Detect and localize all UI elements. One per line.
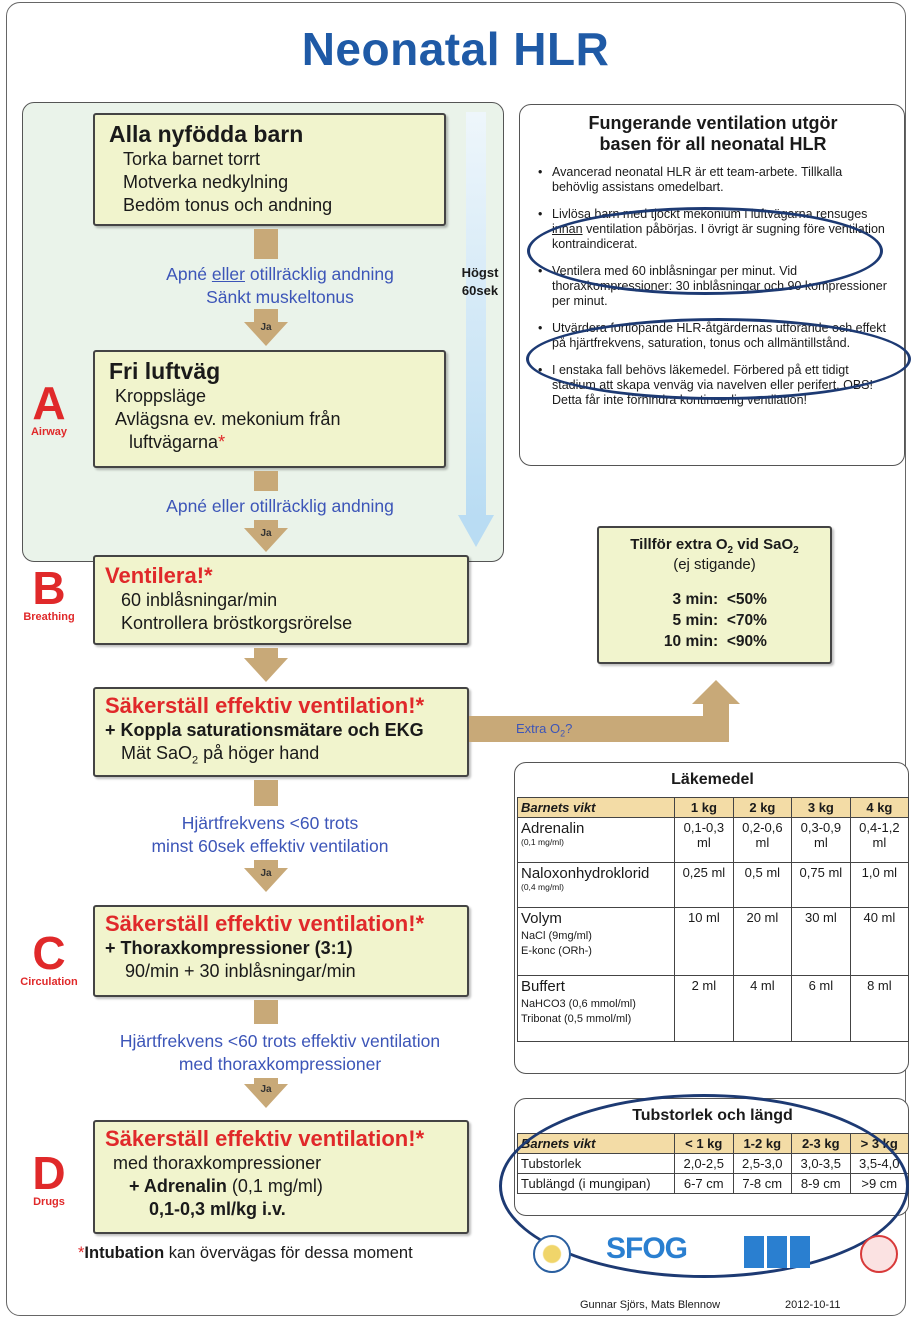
flow-arrow-stem	[254, 860, 278, 870]
logo-seal-right	[860, 1235, 898, 1273]
info-bullet: Avancerad neonatal HLR är ett team-arbet…	[534, 165, 892, 195]
highlight-oval	[526, 318, 911, 400]
letter-circulation: C Circulation	[20, 927, 78, 988]
timer-label: Högst 60sek	[461, 265, 499, 298]
step-heading: Alla nyfödda barn	[109, 121, 304, 147]
step-line: Motverka nedkylning	[123, 172, 289, 192]
step-heading: Säkerställ effektiv ventilation!*	[105, 911, 425, 936]
logo-spog	[744, 1236, 810, 1268]
flow-arrow-stem	[254, 1078, 278, 1086]
ja-label: Ja	[260, 322, 272, 333]
step-all-newborns: Alla nyfödda barn Torka barnet torrt Mot…	[93, 113, 446, 226]
extra-o2-box: Tillför extra O2 vid SaO2 (ej stigande) …	[597, 526, 832, 664]
letter-airway: A Airway	[30, 377, 68, 438]
timer-arrow	[466, 112, 486, 517]
page-title: Neonatal HLR	[301, 23, 610, 75]
step-heading: Ventilera!*	[105, 563, 213, 588]
info-title: Fungerande ventilation utgör basen för a…	[588, 113, 838, 154]
step-line: Torka barnet torrt	[123, 149, 261, 169]
ja-label: Ja	[260, 1084, 272, 1095]
flow-arrow-head	[244, 1084, 288, 1108]
ja-label: Ja	[260, 528, 272, 539]
flow-arrow-stem	[254, 1000, 278, 1024]
drugs-table: Barnets vikt 1 kg 2 kg 3 kg 4 kg Adrenal…	[517, 797, 910, 1042]
flow-arrow-head	[244, 528, 288, 552]
extra-o2-arrowhead	[692, 680, 740, 704]
condition-4: Hjärtfrekvens <60 trots effektiv ventila…	[119, 1031, 441, 1074]
authors: Gunnar Sjörs, Mats Blennow	[580, 1299, 721, 1311]
step-airway: Fri luftväg Kroppsläge Avlägsna ev. meko…	[93, 350, 446, 468]
flow-arrow-stem	[254, 520, 278, 530]
highlight-oval	[527, 207, 883, 295]
flow-arrow-stem	[254, 780, 278, 806]
step-heading: Säkerställ effektiv ventilation!*	[105, 693, 425, 718]
condition-2: Apné eller otillräcklig andning	[166, 496, 394, 516]
extra-o2-arrow	[703, 700, 729, 742]
step-breathing: Ventilera!* 60 inblåsningar/min Kontroll…	[93, 555, 469, 645]
flow-arrow-head	[244, 322, 288, 346]
extra-o2-label: Extra O2?	[516, 721, 573, 739]
logo-sfog: SFOG	[606, 1232, 688, 1265]
footnote: *Intubation kan övervägas för dessa mome…	[78, 1244, 413, 1262]
o2-row: 10 min: <90%	[663, 633, 767, 650]
flow-arrow-stem	[254, 229, 278, 259]
table-row: Adrenalin(0,1 mg/ml) 0,1-0,3 ml 0,2-0,6 …	[517, 817, 910, 863]
step-heading: Säkerställ effektiv ventilation!*	[105, 1126, 425, 1151]
table-header: Barnets vikt 1 kg 2 kg 3 kg 4 kg	[517, 797, 910, 818]
flow-arrow-head	[244, 868, 288, 892]
letter-drugs: D Drugs	[32, 1147, 66, 1208]
extra-o2-arrow	[469, 716, 728, 742]
step-effective-ventilation-1: Säkerställ effektiv ventilation!* + Kopp…	[93, 687, 469, 777]
condition-1: Apné eller otillräcklig andning Sänkt mu…	[166, 264, 394, 307]
step-heading: Fri luftväg	[109, 358, 221, 384]
o2-row: 5 min: <70%	[672, 612, 767, 629]
drugs-title: Läkemedel	[671, 771, 754, 788]
ja-label: Ja	[260, 868, 272, 879]
step-circulation: Säkerställ effektiv ventilation!* + Thor…	[93, 905, 469, 997]
step-line: Bedöm tonus och andning	[123, 195, 333, 215]
condition-3: Hjärtfrekvens <60 trots minst 60sek effe…	[151, 813, 389, 856]
o2-row: 3 min: <50%	[672, 591, 767, 608]
flow-arrow-stem	[254, 309, 278, 323]
flow-arrow-head	[244, 658, 288, 682]
highlight-oval	[499, 1094, 909, 1278]
drugs-panel: Läkemedel Barnets vikt 1 kg 2 kg 3 kg 4 …	[514, 762, 910, 1074]
step-drugs: Säkerställ effektiv ventilation!* med th…	[93, 1120, 469, 1234]
page-frame	[6, 2, 906, 1316]
letter-breathing: B Breathing	[23, 562, 75, 623]
logo-seal-left	[533, 1235, 571, 1273]
table-row: Naloxonhydroklorid(0,4 mg/ml) 0,25 ml 0,…	[517, 862, 910, 908]
flow-arrow-stem	[254, 648, 278, 660]
flow-arrow-stem	[254, 471, 278, 491]
date: 2012-10-11	[785, 1299, 841, 1311]
timer-arrow-head	[458, 515, 494, 547]
